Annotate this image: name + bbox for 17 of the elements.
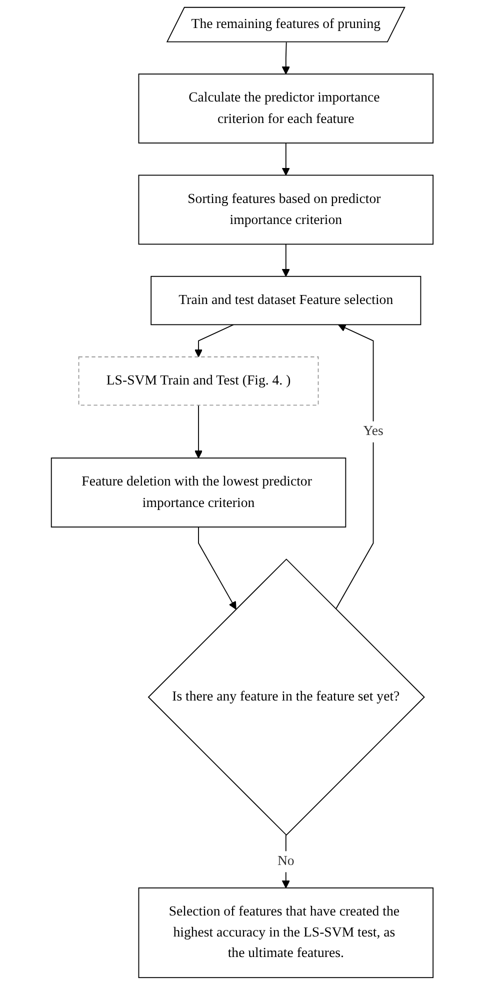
node-box: Selection of features that have created the highest accuracy in the LS-SVM test, as the ultimate features. (138, 887, 434, 978)
arrow (282, 142, 290, 176)
arrow (194, 324, 234, 358)
node-box: Calculate the predictor importance criterion for each feature (138, 74, 434, 144)
node-box: Train and test dataset Feature selection (150, 276, 422, 326)
arrow (282, 834, 290, 888)
node-box: LS-SVM Train and Test (Fig. 4. ) (78, 356, 319, 406)
node-diamond: Is there any feature in the feature set yet? (148, 558, 426, 836)
arrow (282, 244, 290, 277)
edge-label: No (278, 854, 295, 869)
edge-label: Yes (364, 424, 384, 439)
arrow (194, 404, 203, 458)
node-box: Feature deletion with the lowest predictor importance criterion (51, 458, 346, 528)
arrow (282, 42, 290, 74)
arrow (198, 526, 237, 610)
arrow (336, 324, 374, 610)
node-box: Sorting features based on predictor importance criterion (138, 174, 434, 245)
